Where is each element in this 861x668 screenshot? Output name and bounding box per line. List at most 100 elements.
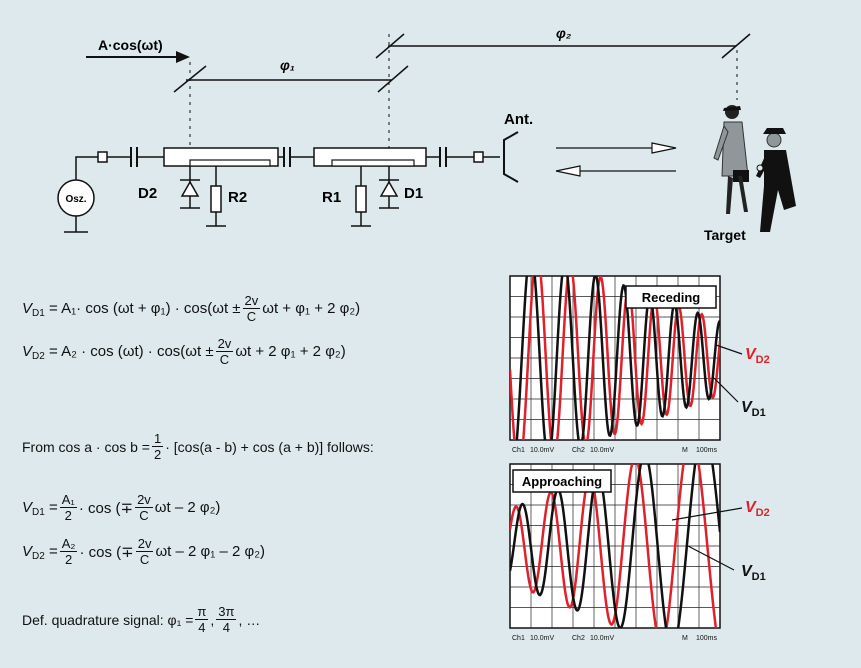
eq3-tail: ωt – 2 φ₂) xyxy=(154,499,221,516)
eq3-frac1-num: A₁ xyxy=(59,492,77,508)
target-woman-icon xyxy=(713,105,749,214)
eq1-v-sub: D1 xyxy=(32,308,45,319)
phi2-tick-left xyxy=(375,33,405,59)
scope-approaching-label: Approaching xyxy=(522,474,602,489)
footer-ch1-scale: 10.0mV xyxy=(530,635,554,642)
connector-input xyxy=(97,151,108,163)
eq1-frac-num: 2v xyxy=(242,293,261,309)
scope-receding-screen xyxy=(509,275,721,441)
pointer-vd1-bottom xyxy=(687,545,735,571)
trace-vd2-receding xyxy=(510,276,720,440)
legend-vd1-bottom: VD1 xyxy=(741,563,766,583)
eq2-v-sub: D2 xyxy=(32,351,45,362)
eq3-v: V xyxy=(22,499,33,516)
eq3-mid: · cos (∓ xyxy=(78,499,134,517)
legend-vd1-bottom-sub: D1 xyxy=(752,571,766,583)
eq2-frac-num: 2v xyxy=(215,336,234,352)
phi2-tick-right xyxy=(721,33,751,59)
d1-label: D1 xyxy=(404,185,423,202)
identity-frac-num: 1 xyxy=(151,431,164,447)
eq2-tail: ωt + 2 φ₁ + 2 φ₂) xyxy=(235,343,346,360)
footer-ch2-scale: 10.0mV xyxy=(590,447,614,454)
scope-approaching-footer: Ch1 10.0mV Ch2 10.0mV M 100ms xyxy=(512,635,718,642)
phi1-label: φ₁ xyxy=(280,57,295,73)
eq4-v-sub: D2 xyxy=(32,551,45,562)
osc-feed-line xyxy=(75,156,98,180)
trace-vd1-approaching xyxy=(510,464,720,628)
eq1-frac-den: C xyxy=(246,309,257,324)
footer-ch1: Ch1 xyxy=(512,635,525,642)
eq4-frac1-den: 2 xyxy=(64,552,73,567)
footer-time: 100ms xyxy=(696,635,718,642)
eq2-mid: = A₂ · cos (ωt) · cos(ωt ± xyxy=(48,343,214,360)
eq3-frac1-den: 2 xyxy=(64,508,72,523)
legend-vd1-bottom-v: V xyxy=(741,563,753,580)
scope-approaching-grid xyxy=(510,464,720,628)
eq4-tail: ωt – 2 φ₁ – 2 φ₂) xyxy=(155,543,266,560)
legend-vd1-top: VD1 xyxy=(741,399,766,419)
r1-label: R1 xyxy=(322,189,341,206)
tx-arrowhead xyxy=(651,142,677,154)
eq1-v: V xyxy=(22,300,33,317)
quad-sep: , xyxy=(210,611,215,628)
phi1-tick-right xyxy=(377,65,409,93)
legend-vd2-bottom: VD2 xyxy=(745,499,770,519)
target-man-icon xyxy=(756,128,796,232)
identity-pre: From cos a · cos b = xyxy=(22,438,150,455)
scope-approaching-screen xyxy=(509,463,721,629)
pointer-vd2-bottom xyxy=(671,507,743,521)
coupler-2-stub xyxy=(331,159,415,167)
footer-time: 100ms xyxy=(696,447,718,454)
rx-arrowhead xyxy=(555,165,581,177)
eq3-pre: = xyxy=(48,499,58,516)
eq4-mid: · cos (∓ xyxy=(79,543,134,561)
eq3-v-sub: D1 xyxy=(32,507,45,518)
eq2-v: V xyxy=(22,343,33,360)
phi2-label: φ₂ xyxy=(556,25,571,41)
legend-vd2-bottom-sub: D2 xyxy=(756,507,770,519)
footer-m: M xyxy=(682,635,688,642)
eq3-frac2-num: 2v xyxy=(135,492,153,508)
legend-vd2-top-sub: D2 xyxy=(756,354,770,366)
eq4-frac2-den: C xyxy=(139,552,150,567)
quad-pre: Def. quadrature signal: φ₁ = xyxy=(22,611,194,628)
connector-output xyxy=(473,151,484,163)
pointer-vd2-top xyxy=(715,344,743,355)
trace-vd1-receding xyxy=(515,276,720,440)
scope-receding-footer: Ch1 10.0mV Ch2 10.0mV M 100ms xyxy=(512,447,718,454)
eq4-frac2-num: 2v xyxy=(135,536,154,552)
legend-vd1-top-v: V xyxy=(741,399,753,416)
scope-receding-label: Receding xyxy=(642,290,701,305)
d2-diode xyxy=(180,180,200,197)
footer-m: M xyxy=(682,447,688,454)
legend-vd2-bottom-v: V xyxy=(745,499,757,516)
eq3-frac2-den: C xyxy=(139,508,149,523)
footer-ch2: Ch2 xyxy=(572,635,585,642)
r2-resistor xyxy=(210,185,222,213)
legend-vd2-top-v: V xyxy=(745,346,757,363)
scope-approaching-label-box xyxy=(512,469,612,493)
target-label: Target xyxy=(704,227,746,243)
footer-ch1-scale: 10.0mV xyxy=(530,447,554,454)
antenna-label: Ant. xyxy=(504,111,533,128)
trace-vd2-approaching xyxy=(510,464,718,628)
eq1-mid: = A₁· cos (ωt + φ₁) · cos(ωt ± xyxy=(48,300,241,317)
coupler-1-stub xyxy=(189,159,271,167)
r2-label: R2 xyxy=(228,189,247,206)
scope-receding: Receding Ch1 10.0mV Ch2 10.0mV M 100ms xyxy=(509,275,721,454)
oscillator-label: Osz. xyxy=(65,194,86,205)
scope-receding-grid xyxy=(510,276,720,440)
d1-diode xyxy=(379,180,399,197)
scope-approaching: Approaching Ch1 10.0mV Ch2 10.0mV M 100m… xyxy=(509,463,721,642)
pointer-vd1-top xyxy=(713,377,739,403)
